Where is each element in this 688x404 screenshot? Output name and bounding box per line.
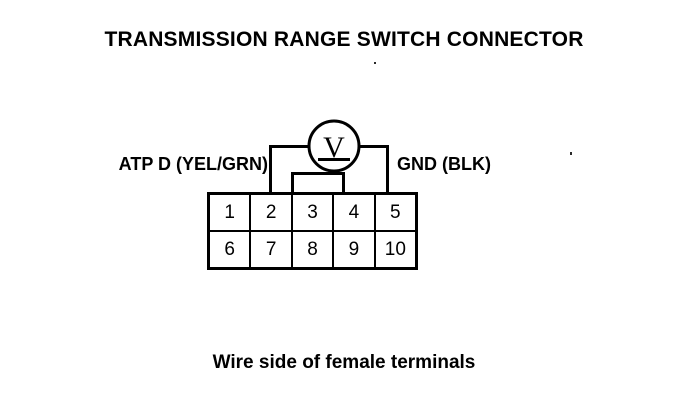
pin-row-top: 1 2 3 4 5 [210,195,415,232]
pin-cell: 8 [293,232,335,267]
pin-cell: 7 [251,232,293,267]
page-title: TRANSMISSION RANGE SWITCH CONNECTOR [104,28,584,51]
connector-pin-grid: 1 2 3 4 5 6 7 8 9 10 [207,192,418,270]
pin-cell: 6 [210,232,252,267]
label-atp-d: ATP D (YEL/GRN) [118,154,268,174]
pin-cell: 1 [210,195,252,230]
pin-cell: 9 [334,232,376,267]
connector-notch [291,172,345,194]
label-gnd: GND (BLK) [397,154,491,174]
pin-cell: 5 [390,202,401,223]
scan-artifact [570,152,572,155]
pin-cell: 3 [293,195,335,230]
voltmeter-label: V [323,131,345,164]
pin-cell: 2 [251,195,293,230]
figure-caption: Wire side of female terminals [212,352,476,373]
pin-row-bottom: 6 7 8 9 10 [210,232,415,267]
pin-cell: 4 [334,195,376,230]
pin-cell: 10 [384,239,406,260]
scan-artifact [374,62,376,64]
